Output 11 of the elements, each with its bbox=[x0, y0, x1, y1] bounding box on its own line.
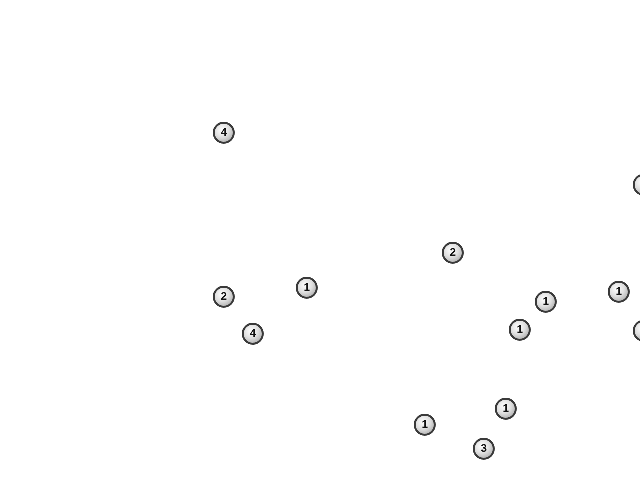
callout-number: 1 bbox=[608, 281, 630, 303]
callout-number: 3 bbox=[473, 438, 495, 460]
callout-number: 2 bbox=[213, 286, 235, 308]
callout-number: 1 bbox=[296, 277, 318, 299]
callout-number: 2 bbox=[442, 242, 464, 264]
callout-number: 1 bbox=[495, 398, 517, 420]
callout-number: 4 bbox=[213, 122, 235, 144]
callout-number: 1 bbox=[535, 291, 557, 313]
callout-number: 1 bbox=[509, 319, 531, 341]
callout-number: 1 bbox=[414, 414, 436, 436]
callout-number: 4 bbox=[242, 323, 264, 345]
